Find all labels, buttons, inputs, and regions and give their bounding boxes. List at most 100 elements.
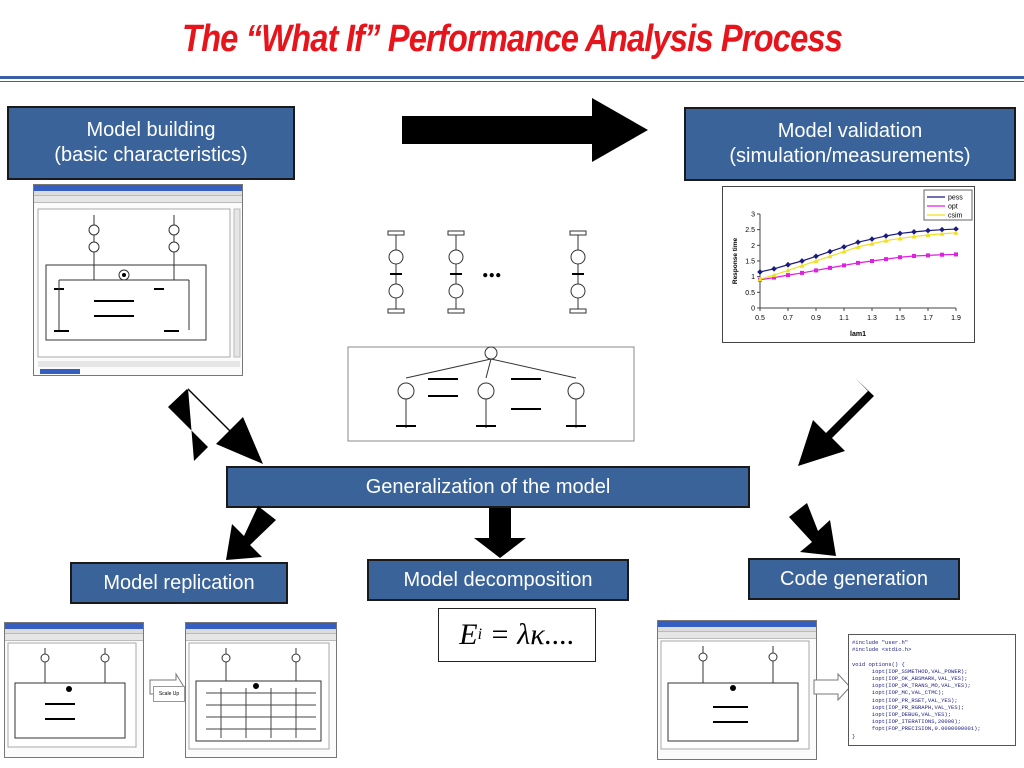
series-point-csim	[953, 230, 959, 235]
series-point-pess	[939, 226, 945, 233]
series-point-csim	[911, 234, 917, 239]
slide-title: The “What If” Performance Analysis Proce…	[181, 18, 843, 60]
series-point-opt	[940, 252, 944, 257]
series-point-opt	[870, 259, 874, 263]
legend-label: opt	[948, 204, 958, 211]
center-down-arrow	[474, 508, 526, 558]
series-point-opt	[786, 273, 790, 278]
y-tick-label: 0	[751, 306, 755, 313]
model-building-screenshot	[33, 184, 243, 376]
series-point-opt	[884, 257, 888, 262]
x-tick-label: 0.7	[783, 315, 793, 322]
series-point-csim	[855, 244, 861, 249]
series-point-pess	[771, 266, 777, 272]
down-right-arrow	[168, 388, 263, 464]
legend-label: csim	[948, 213, 963, 220]
code-line: iopt(IOP_PR_RGRAPH,VAL_YES);	[852, 703, 965, 711]
petri-net-thumbnail	[37, 208, 241, 374]
series-point-csim	[841, 249, 847, 254]
y-axis-label: Response time	[732, 238, 739, 285]
series-point-opt	[898, 255, 902, 260]
series-point-opt	[856, 260, 860, 265]
chart-legend-box	[923, 189, 973, 221]
x-tick-label: 0.5	[755, 315, 765, 322]
formula-lhs: E	[459, 618, 478, 651]
y-tick-label: 1	[751, 274, 755, 281]
code-line: fopt(FOP_PRECISION,0.0000000001);	[852, 725, 981, 733]
series-point-opt	[800, 270, 804, 275]
title-rule-thin	[0, 81, 1024, 82]
generalized-petri-net	[347, 346, 635, 442]
series-point-pess	[827, 248, 833, 255]
model-building-label: Model building	[86, 119, 216, 141]
series-point-csim	[771, 272, 777, 278]
series-point-csim	[939, 231, 945, 236]
series-point-pess	[799, 258, 805, 264]
series-point-opt	[814, 268, 818, 273]
x-tick-label: 1.3	[867, 315, 877, 322]
replication-net-small	[7, 642, 137, 748]
petri-net-fragments	[387, 230, 587, 314]
x-tick-label: 1.5	[895, 315, 905, 322]
model-building-sublabel: (basic characteristics)	[54, 144, 248, 166]
series-point-pess	[813, 253, 819, 260]
model-validation-box: Model validation (simulation/measurement…	[684, 107, 1016, 181]
series-point-csim	[869, 241, 875, 246]
y-tick-label: 0.5	[745, 290, 755, 297]
replication-box: Model replication	[70, 562, 288, 604]
series-point-csim	[757, 276, 763, 282]
right-arrow	[402, 98, 648, 162]
code-line: iopt(IOP_ITERATIONS,20000);	[852, 718, 961, 726]
model-validation-sublabel: (simulation/measurements)	[729, 145, 971, 167]
series-point-csim	[785, 267, 791, 273]
series-point-opt	[912, 253, 916, 258]
replication-net-large	[188, 642, 330, 750]
down-left-arrow	[798, 378, 874, 466]
series-point-csim	[827, 253, 833, 259]
x-tick-label: 0.9	[811, 315, 821, 322]
code-line: #include "user.h"	[852, 639, 909, 646]
series-point-csim	[883, 238, 889, 243]
code-line: iopt(IOP_MC,VAL_CTMC);	[852, 689, 945, 697]
x-axis-label: lam1	[850, 331, 866, 338]
series-point-pess	[785, 261, 791, 268]
series-point-csim	[813, 258, 819, 263]
x-tick-label: 1.9	[951, 315, 961, 322]
code-line: }	[852, 732, 856, 740]
code-line: #include <stdio.h>	[852, 646, 912, 654]
series-point-opt	[842, 263, 846, 268]
series-point-pess	[897, 230, 903, 237]
x-tick-label: 1.1	[839, 315, 849, 322]
code-generation-screenshot	[657, 620, 817, 760]
code-line: iopt(IOP_OK_ABSMARK,VAL_YES);	[852, 675, 968, 683]
y-tick-label: 2	[751, 243, 755, 250]
scale-up-label: Scale Up	[153, 686, 185, 702]
code-generation-box: Code generation	[748, 558, 960, 600]
code-connector-arrow	[813, 672, 851, 702]
right-down-arrow	[789, 503, 836, 556]
series-point-pess	[841, 244, 847, 250]
series-point-pess	[883, 233, 889, 239]
series-point-opt	[772, 275, 776, 280]
generalization-box: Generalization of the model	[226, 466, 750, 508]
title-rule	[0, 76, 1024, 79]
series-point-pess	[757, 269, 763, 275]
series-point-csim	[897, 235, 903, 241]
y-tick-label: 3	[751, 212, 755, 219]
code-line: iopt(IOP_OK_TRANS_MO,VAL_YES);	[852, 682, 971, 690]
code-generation-net	[660, 640, 810, 750]
series-point-pess	[869, 236, 875, 242]
left-down-arrow	[226, 506, 276, 560]
formula-subscript: i	[477, 626, 483, 643]
model-building-box: Model building (basic characteristics)	[7, 106, 295, 180]
decomposition-box: Model decomposition	[367, 559, 629, 601]
formula-rhs: = λκ....	[482, 618, 575, 651]
series-point-opt	[926, 253, 930, 258]
series-point-csim	[925, 232, 931, 237]
replication-screenshot-large	[185, 622, 337, 758]
series-point-opt	[828, 265, 832, 270]
replication-screenshot-small	[4, 622, 144, 758]
y-tick-label: 2.5	[745, 227, 755, 234]
